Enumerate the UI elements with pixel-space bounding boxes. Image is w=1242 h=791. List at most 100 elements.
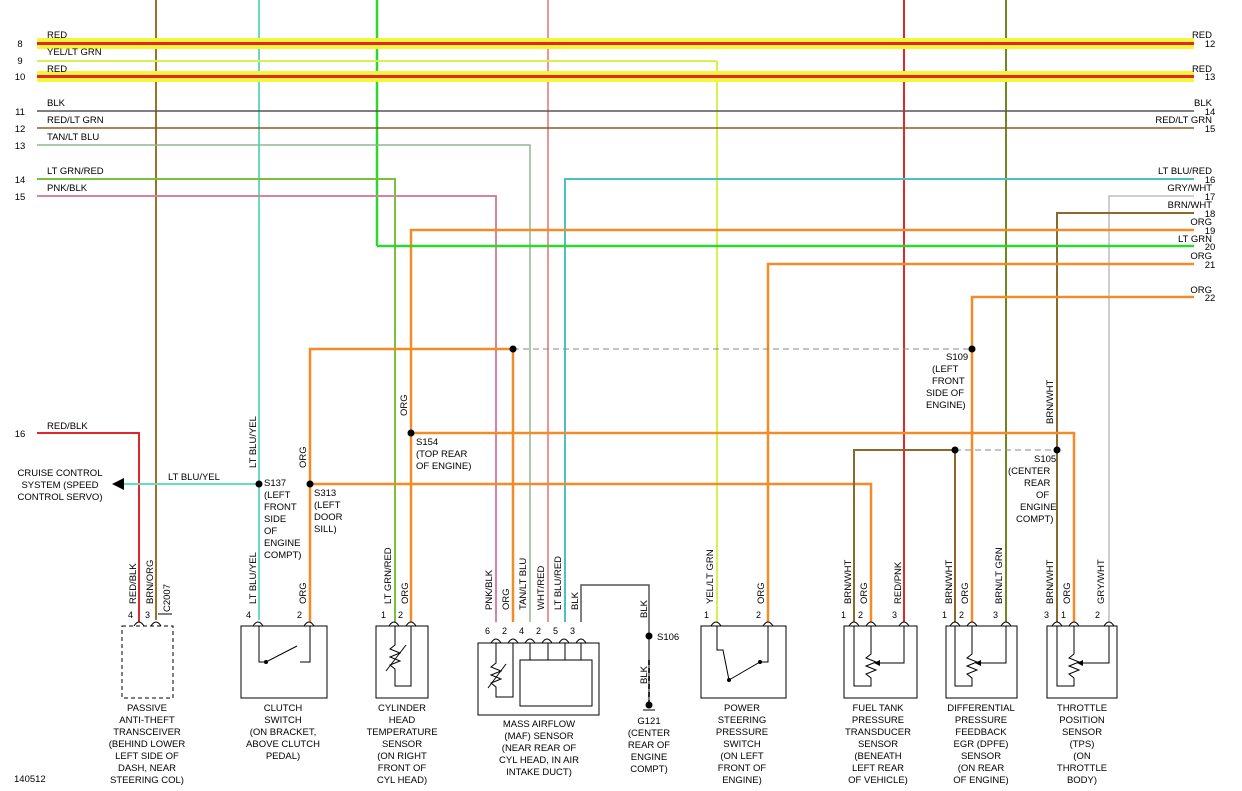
bus-num-right-15: 15 [1205, 124, 1216, 135]
arrow-left-icon [112, 478, 124, 490]
bus-num-left-8: 8 [17, 39, 22, 50]
label-org-22: ORG [1190, 285, 1212, 296]
svg-text:CYL HEAD, IN AIR: CYL HEAD, IN AIR [499, 755, 579, 766]
label-pnk-blk: PNK/BLK [47, 183, 88, 194]
svg-text:4: 4 [246, 610, 251, 620]
splice-s109-label: S109 (LEFT FRONT SIDE OF ENGINE) [926, 352, 968, 411]
bus-num-left-13: 13 [15, 141, 26, 152]
bus-num-left-9: 9 [17, 56, 22, 67]
svg-text:OF: OF [264, 526, 277, 537]
svg-text:BRN/WHT: BRN/WHT [1045, 559, 1056, 604]
label-lt-grn-20: LT GRN [1178, 234, 1212, 245]
svg-text:TRANSDUCER: TRANSDUCER [845, 727, 911, 738]
svg-text:COMPT): COMPT) [630, 764, 667, 775]
svg-text:PEDAL): PEDAL) [266, 751, 300, 762]
label-ltgrn-red: LT GRN/RED [47, 166, 104, 177]
svg-text:2: 2 [536, 626, 541, 636]
svg-text:BRN/ORG: BRN/ORG [145, 560, 156, 604]
svg-text:TRANSCEIVER: TRANSCEIVER [113, 727, 181, 738]
bus-num-left-15: 15 [15, 192, 26, 203]
svg-text:RED/BLK: RED/BLK [128, 563, 139, 604]
svg-text:(ON LEFT: (ON LEFT [720, 751, 763, 762]
bus-num-right-13: 13 [1205, 72, 1216, 83]
dpfe-sensor [945, 621, 1018, 699]
svg-text:INTAKE DUCT): INTAKE DUCT) [506, 767, 572, 778]
label-red-2-right: RED [1192, 64, 1212, 75]
psps-switch [700, 621, 787, 699]
splice-dpfe-brn-dot [951, 446, 959, 454]
splice-s137-label: S137 (LEFT FRONT SIDE OF ENGINE COMPT) [264, 478, 301, 561]
svg-text:2: 2 [756, 610, 761, 620]
clutch-connector-labels: LT BLU/YEL ORG 4 2 [246, 552, 309, 620]
splice-s154-dot [407, 429, 415, 437]
wire-org-s154 [411, 431, 1076, 622]
label-org-21: ORG [1190, 251, 1212, 262]
svg-text:SENSOR: SENSOR [961, 751, 1001, 762]
svg-text:ENGINE: ENGINE [1020, 502, 1056, 513]
label-vert-ltblu-yel-upper: LT BLU/YEL [248, 416, 259, 468]
splice-s313-label: S313 (LEFT DOOR SILL) [314, 488, 343, 535]
svg-text:YEL/LT GRN: YEL/LT GRN [705, 549, 716, 604]
splice-s109-dot [968, 345, 976, 353]
svg-text:(ON BRACKET,: (ON BRACKET, [250, 727, 317, 738]
svg-text:GRY/WHT: GRY/WHT [1096, 559, 1107, 604]
svg-text:(BENEATH: (BENEATH [854, 751, 901, 762]
pats-connector-labels: RED/BLK BRN/ORG C2007 4 3 [128, 560, 173, 620]
svg-text:TEMPERATURE: TEMPERATURE [366, 727, 437, 738]
svg-text:OF ENGINE): OF ENGINE) [953, 775, 1008, 786]
cruise-label-line-2: SYSTEM (SPEED [21, 480, 98, 491]
svg-text:ORG: ORG [1062, 582, 1073, 604]
svg-text:SENSOR: SENSOR [858, 739, 898, 750]
svg-text:FRONT OF: FRONT OF [718, 763, 767, 774]
cht-connector-labels: LT GRN/RED ORG 1 2 [381, 547, 411, 620]
wire-brn-wht [1056, 212, 1194, 622]
bus-num-right-12: 12 [1205, 39, 1216, 50]
wire-org-s313-top [308, 347, 513, 622]
svg-text:FEEDBACK: FEEDBACK [955, 727, 1007, 738]
connector-c2007: C2007 [162, 584, 173, 612]
psps-connector-labels: YEL/LT GRN ORG 1 2 [704, 549, 767, 620]
svg-text:3: 3 [1044, 610, 1049, 620]
dpfe-connector-labels: BRN/WHT ORG BRN/LT GRN 1 2 3 [942, 547, 1005, 620]
svg-text:ABOVE CLUTCH: ABOVE CLUTCH [246, 739, 320, 750]
svg-text:(ON RIGHT: (ON RIGHT [377, 751, 427, 762]
svg-text:6: 6 [485, 626, 490, 636]
svg-text:1: 1 [704, 610, 709, 620]
bus-num-right-22: 22 [1205, 293, 1216, 304]
svg-text:PRESSURE: PRESSURE [955, 715, 1007, 726]
wire-org-s313 [310, 482, 873, 622]
wire-red-blk [37, 432, 140, 622]
svg-text:PASSIVE: PASSIVE [127, 703, 167, 714]
svg-text:MASS AIRFLOW: MASS AIRFLOW [503, 719, 575, 730]
splice-s105-label: S105 (CENTER REAR OF ENGINE COMPT) [1008, 454, 1056, 525]
svg-text:OF VEHICLE): OF VEHICLE) [848, 775, 908, 786]
label-red-ltgrn: RED/LT GRN [47, 115, 104, 126]
svg-text:S109: S109 [946, 352, 968, 363]
svg-text:2: 2 [297, 610, 302, 620]
wire-tan-ltblu [37, 144, 531, 622]
svg-text:RED/PNK: RED/PNK [893, 561, 904, 604]
svg-text:STEERING: STEERING [718, 715, 767, 726]
splice-s137-dot [255, 480, 263, 488]
svg-text:LT BLU/YEL: LT BLU/YEL [248, 552, 259, 604]
maf-sensor [477, 638, 600, 716]
svg-text:OF: OF [1036, 490, 1049, 501]
svg-text:(MAF) SENSOR: (MAF) SENSOR [504, 731, 573, 742]
svg-text:BLK: BLK [570, 591, 581, 610]
svg-text:(LEFT: (LEFT [932, 364, 959, 375]
label-red-1: RED [47, 30, 67, 41]
svg-text:SILL): SILL) [314, 524, 337, 535]
label-vert-blk-upper: BLK [639, 599, 650, 618]
bus-num-left-10: 10 [15, 72, 26, 83]
svg-text:(LEFT: (LEFT [264, 490, 291, 501]
svg-text:(NEAR REAR OF: (NEAR REAR OF [502, 743, 577, 754]
svg-text:1: 1 [942, 610, 947, 620]
wire-org-21 [766, 262, 1194, 622]
svg-text:BRN/WHT: BRN/WHT [944, 559, 955, 604]
svg-text:SIDE: SIDE [264, 514, 286, 525]
svg-text:3: 3 [892, 610, 897, 620]
svg-text:(ON: (ON [1073, 751, 1091, 762]
maf-caption: MASS AIRFLOW (MAF) SENSOR (NEAR REAR OF … [499, 719, 579, 778]
bus-num-left-11: 11 [15, 107, 25, 118]
label-red-ltgrn-right: RED/LT GRN [1155, 115, 1212, 126]
